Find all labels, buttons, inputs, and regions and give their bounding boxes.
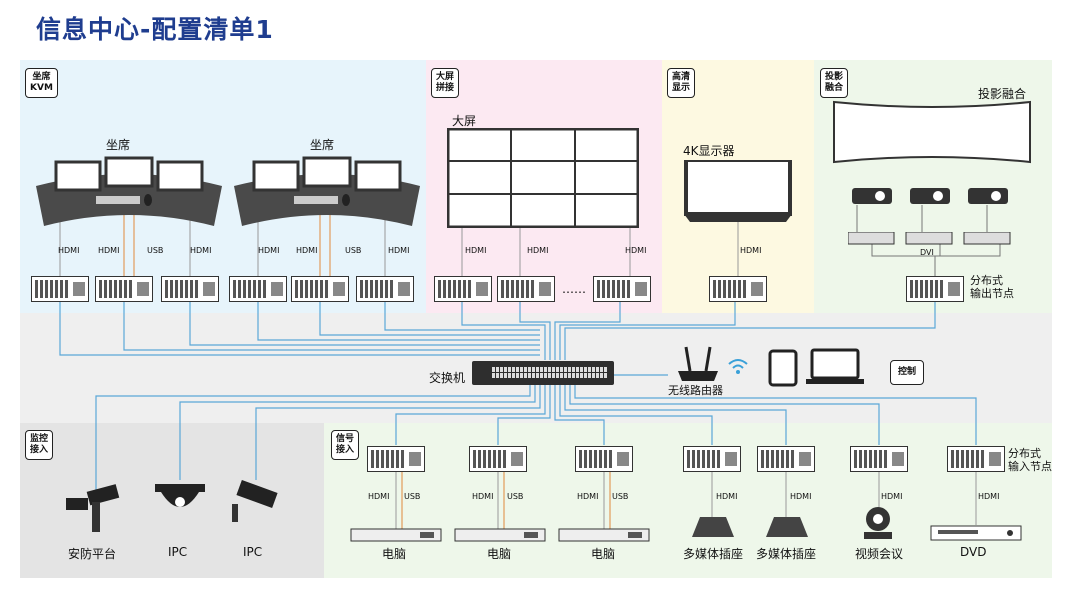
- output-node: [31, 276, 89, 302]
- input-node: [850, 446, 908, 472]
- cable-hdmi: HDMI: [98, 246, 120, 255]
- floor-socket-icon: [766, 517, 808, 537]
- seat-label-2: 坐席: [310, 138, 335, 152]
- input-node: [757, 446, 815, 472]
- cable-usb: USB: [507, 492, 524, 501]
- cable-hdmi: HDMI: [625, 246, 647, 255]
- cable-hdmi: HDMI: [978, 492, 1000, 501]
- cable-hdmi: HDMI: [716, 492, 738, 501]
- projection-label: 投影融合: [978, 87, 1027, 101]
- cable-hdmi: HDMI: [58, 246, 80, 255]
- cable-hdmi: HDMI: [472, 492, 494, 501]
- input-node: [367, 446, 425, 472]
- output-node-label: 分布式 输出节点: [970, 274, 1014, 300]
- tag-kvm: 坐席 KVM: [25, 68, 58, 98]
- cable-hdmi: HDMI: [368, 492, 390, 501]
- cable-hdmi: HDMI: [465, 246, 487, 255]
- tag-control: 控制: [890, 360, 925, 385]
- seat-label-1: 坐席: [106, 138, 131, 152]
- cable-hdmi: HDMI: [790, 492, 812, 501]
- signal-item-label: 电脑: [382, 547, 407, 561]
- floor-socket-icon: [692, 517, 734, 537]
- cable-usb: USB: [345, 246, 362, 255]
- router-icon: [678, 346, 718, 381]
- signal-item-label: DVD: [960, 545, 987, 559]
- monitor-item-label: IPC: [168, 545, 188, 559]
- more-dots: ……: [562, 282, 586, 296]
- display-label: 4K显示器: [683, 144, 735, 158]
- cable-hdmi: HDMI: [190, 246, 212, 255]
- console-desk-icon: [36, 156, 222, 226]
- output-node: [291, 276, 349, 302]
- projection-screen-icon: [833, 100, 1031, 164]
- tag-hd: 高清 显示: [667, 68, 696, 98]
- cable-hdmi: HDMI: [258, 246, 280, 255]
- tag-bigscreen: 大屏 拼接: [431, 68, 460, 98]
- input-node: [575, 446, 633, 472]
- cable-hdmi: HDMI: [577, 492, 599, 501]
- signal-item-label: 电脑: [487, 547, 512, 561]
- wifi-icon: [728, 359, 748, 374]
- monitor-item-label: IPC: [243, 545, 263, 559]
- input-node: [683, 446, 741, 472]
- output-node: [906, 276, 964, 302]
- input-node-label: 分布式 输入节点: [1008, 447, 1052, 473]
- signal-item-label: 视频会议: [855, 547, 904, 561]
- cable-usb: USB: [147, 246, 164, 255]
- tablet-icon: [768, 349, 798, 387]
- laptop-icon: [806, 348, 864, 384]
- pc-icon: [558, 528, 650, 542]
- signal-item-label: 电脑: [591, 547, 616, 561]
- conference-camera-icon: [864, 507, 892, 539]
- router-label: 无线路由器: [668, 384, 723, 397]
- cable-hdmi: HDMI: [527, 246, 549, 255]
- zone-proj: [814, 60, 1052, 313]
- processor-icon: [848, 232, 1011, 245]
- signal-item-label: 多媒体插座: [756, 547, 817, 561]
- cable-hdmi: HDMI: [296, 246, 318, 255]
- output-node: [95, 276, 153, 302]
- output-node: [229, 276, 287, 302]
- switch-label: 交换机: [429, 371, 466, 385]
- tag-monitor: 监控 接入: [25, 430, 54, 460]
- output-node: [497, 276, 555, 302]
- cable-usb: USB: [404, 492, 421, 501]
- tag-signal: 信号 接入: [331, 430, 360, 460]
- dvd-player-icon: [930, 525, 1022, 541]
- output-node: [356, 276, 414, 302]
- output-node: [709, 276, 767, 302]
- output-node: [434, 276, 492, 302]
- cable-hdmi: HDMI: [740, 246, 762, 255]
- bigscreen-label: 大屏: [452, 114, 477, 128]
- projector-icon: [852, 188, 1008, 204]
- input-node: [947, 446, 1005, 472]
- security-camera-icon: [66, 484, 120, 532]
- cable-hdmi: HDMI: [881, 492, 903, 501]
- cable-hdmi: HDMI: [388, 246, 410, 255]
- monitor-item-label: 安防平台: [68, 547, 117, 561]
- cable-dvi: DVI: [920, 248, 934, 257]
- tag-proj: 投影 融合: [820, 68, 849, 98]
- switch-icon: [472, 361, 614, 385]
- monitor-4k-icon: [684, 160, 792, 222]
- pc-icon: [454, 528, 546, 542]
- dome-camera-icon: [155, 484, 205, 507]
- output-node: [593, 276, 651, 302]
- console-desk-icon: [234, 156, 420, 226]
- bullet-camera-icon: [232, 480, 278, 522]
- pc-icon: [350, 528, 442, 542]
- page-title: 信息中心-配置清单1: [36, 15, 274, 44]
- input-node: [469, 446, 527, 472]
- video-wall-icon: [447, 128, 639, 228]
- signal-item-label: 多媒体插座: [683, 547, 744, 561]
- cable-usb: USB: [612, 492, 629, 501]
- output-node: [161, 276, 219, 302]
